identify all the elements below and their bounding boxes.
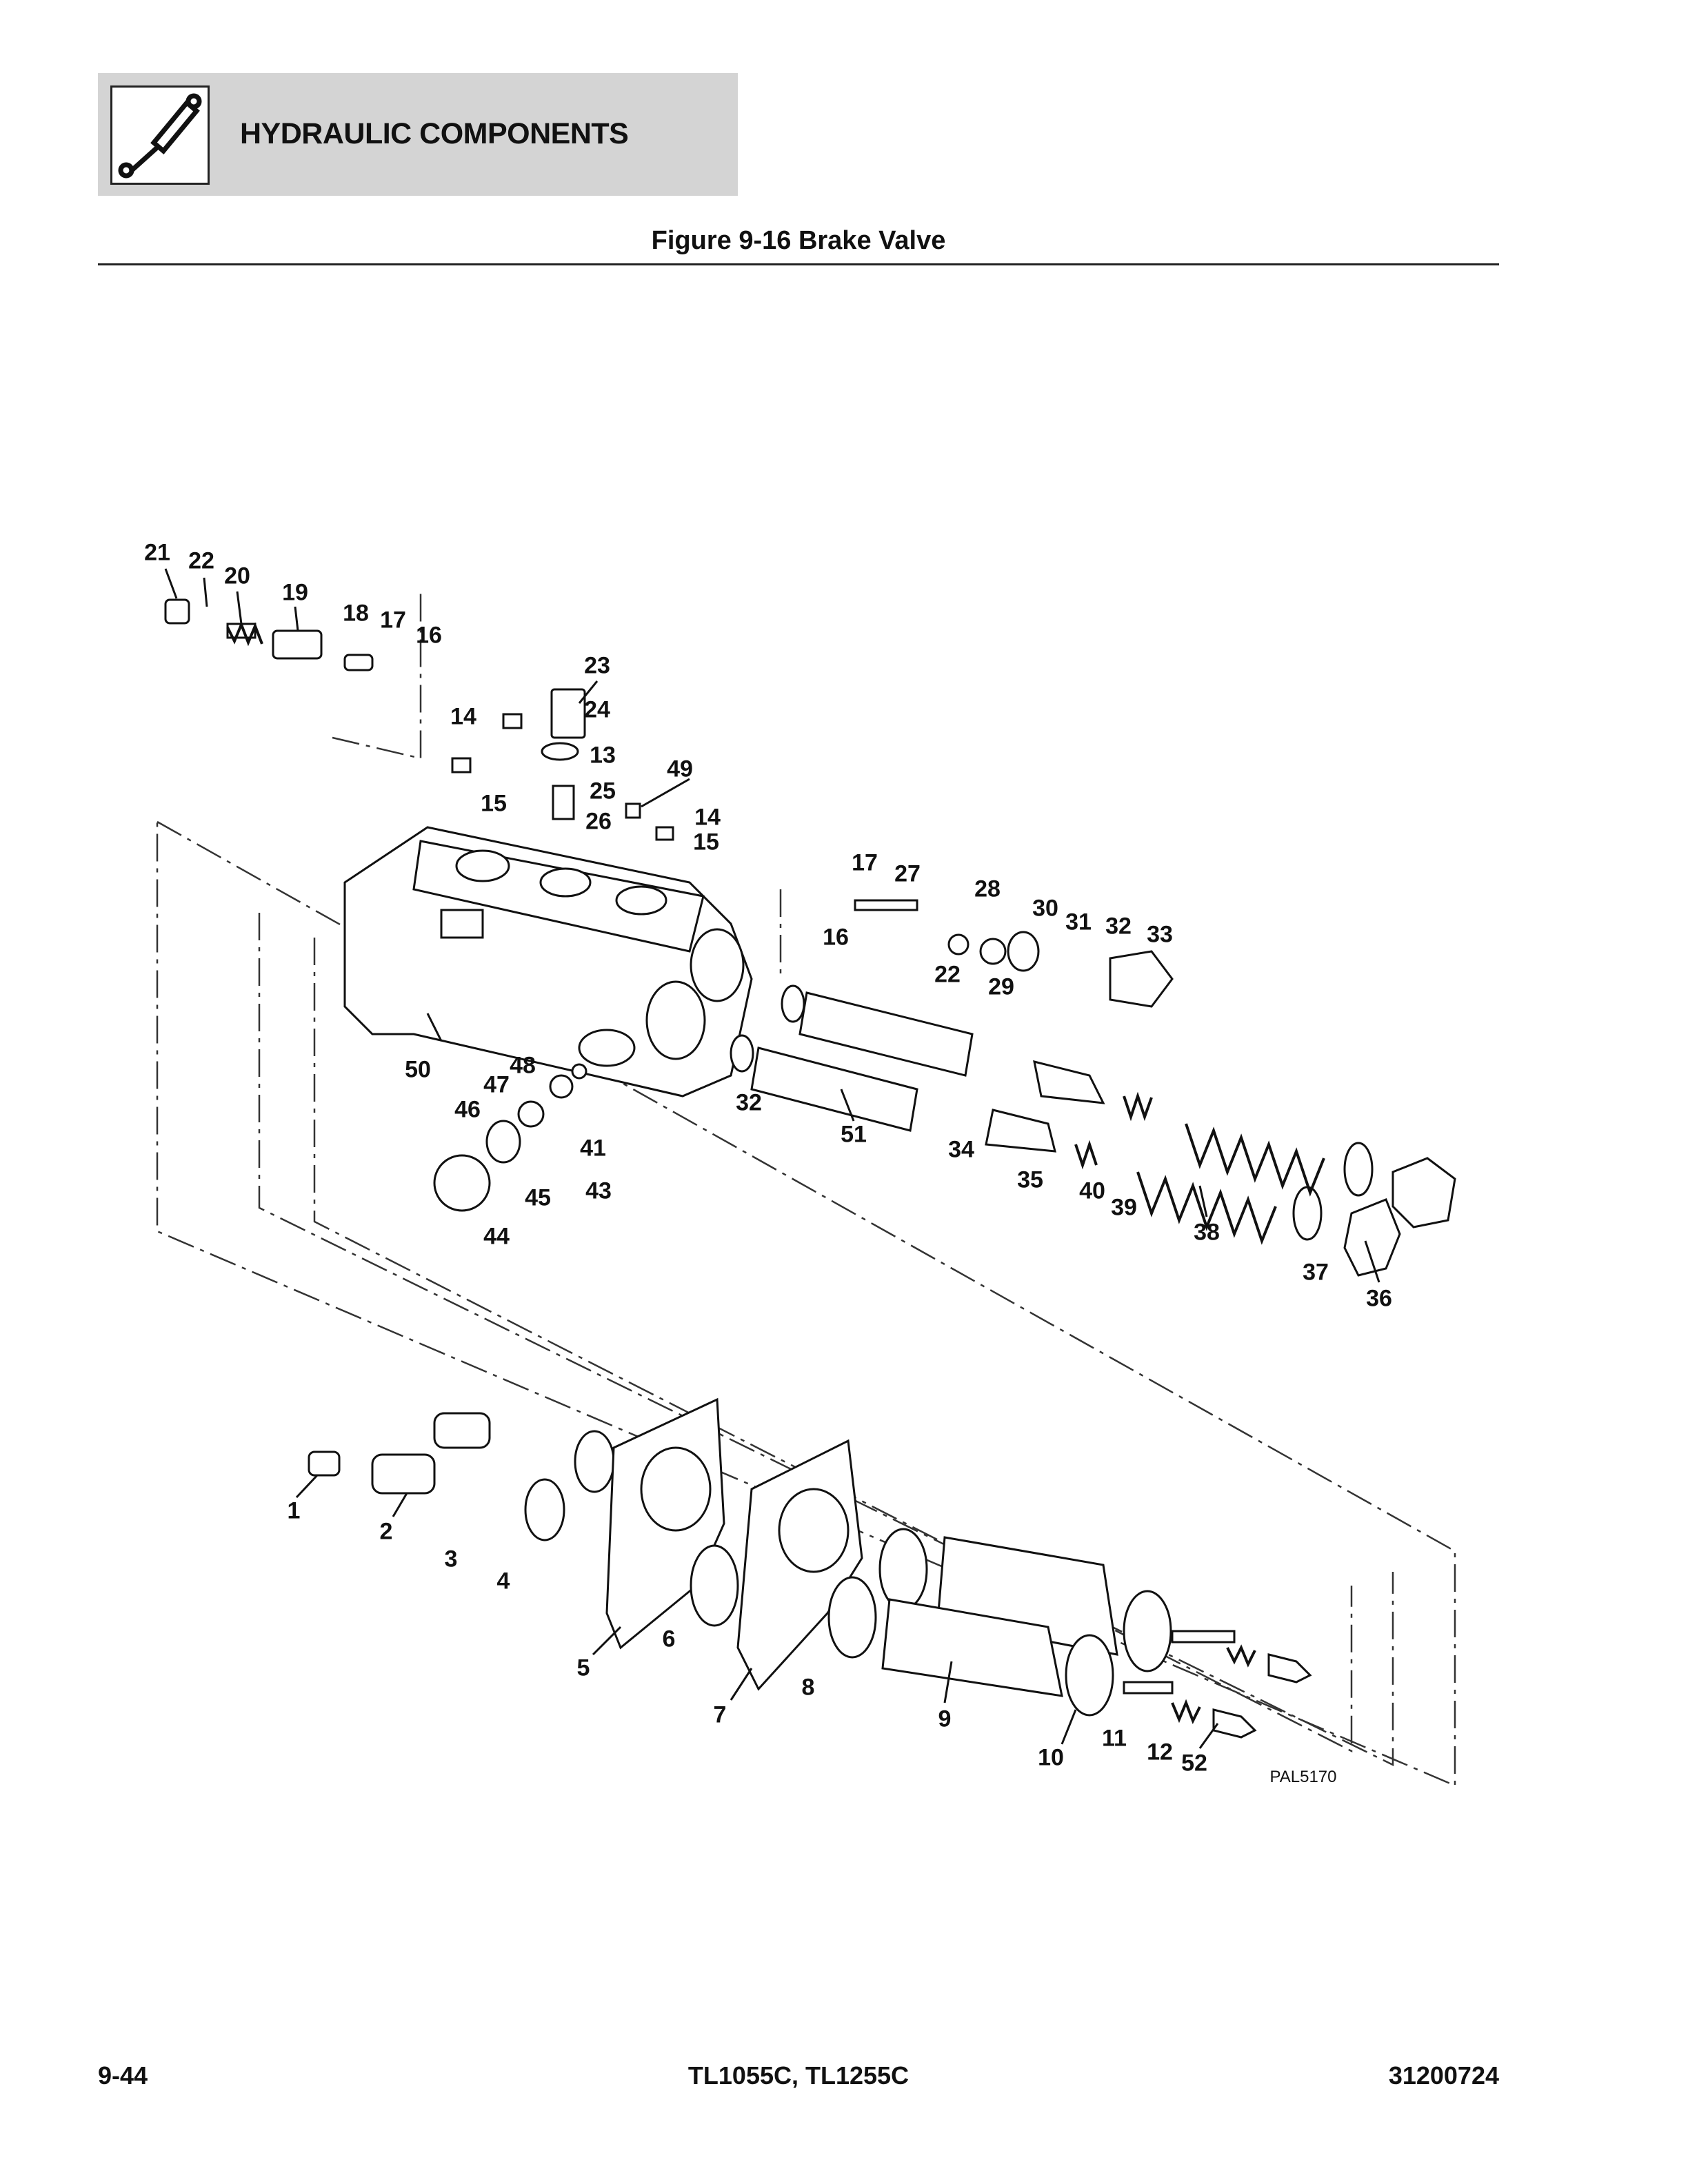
callout-20: 20 xyxy=(224,563,250,589)
callout-22: 22 xyxy=(188,547,214,574)
section-header: HYDRAULIC COMPONENTS xyxy=(98,73,738,196)
sleeve-lower xyxy=(750,1046,918,1132)
callout-22: 22 xyxy=(934,961,961,988)
end-cap-upper xyxy=(1391,1157,1456,1228)
callout-8: 8 xyxy=(801,1674,815,1701)
callout-3: 3 xyxy=(444,1546,458,1573)
piston-lower xyxy=(881,1598,1063,1697)
callout-5: 5 xyxy=(576,1655,590,1681)
drawing-id: PAL5170 xyxy=(1269,1768,1337,1786)
callout-32: 32 xyxy=(1105,913,1132,940)
callout-32: 32 xyxy=(736,1089,762,1116)
callout-2: 2 xyxy=(379,1518,393,1545)
document-number: 31200724 xyxy=(1388,2061,1499,2090)
callout-34: 34 xyxy=(948,1136,974,1163)
callout-41: 41 xyxy=(580,1135,606,1162)
model-numbers: TL1055C, TL1255C xyxy=(687,2061,910,2090)
callout-9: 9 xyxy=(938,1706,952,1732)
callout-36: 36 xyxy=(1366,1285,1392,1312)
callout-18: 18 xyxy=(343,600,369,627)
leader-lines xyxy=(164,568,1380,1749)
callout-21: 21 xyxy=(144,539,170,566)
callout-11: 11 xyxy=(1102,1725,1127,1752)
callout-48: 48 xyxy=(510,1052,536,1079)
callout-19: 19 xyxy=(282,579,308,606)
callout-40: 40 xyxy=(1079,1177,1105,1204)
callout-23: 23 xyxy=(584,652,610,679)
callout-26: 26 xyxy=(585,808,612,835)
spring-38-lower xyxy=(1136,1171,1277,1245)
callout-30: 30 xyxy=(1032,895,1058,922)
callout-27: 27 xyxy=(894,860,921,887)
callout-37: 37 xyxy=(1303,1259,1329,1286)
callout-10: 10 xyxy=(1038,1744,1064,1771)
callout-14: 14 xyxy=(450,703,476,730)
callout-51: 51 xyxy=(841,1121,867,1148)
callout-1: 1 xyxy=(287,1497,301,1524)
hydraulic-cylinder-icon xyxy=(110,85,210,185)
callout-28: 28 xyxy=(974,876,1001,902)
section-title: HYDRAULIC COMPONENTS xyxy=(240,117,629,150)
callout-17: 17 xyxy=(380,607,406,634)
callout-47: 47 xyxy=(483,1071,510,1098)
callout-31: 31 xyxy=(1065,909,1092,936)
callout-16: 16 xyxy=(823,924,849,951)
callout-49: 49 xyxy=(667,756,693,782)
callout-4: 4 xyxy=(496,1568,510,1595)
callout-52: 52 xyxy=(1181,1750,1207,1777)
callout-15: 15 xyxy=(481,790,507,817)
callout-35: 35 xyxy=(1017,1166,1043,1193)
callout-13: 13 xyxy=(590,742,616,769)
page-number: 9-44 xyxy=(98,2061,148,2090)
callout-33: 33 xyxy=(1147,921,1173,948)
end-cap-lower xyxy=(1343,1198,1401,1277)
callout-16: 16 xyxy=(416,622,442,649)
callout-44: 44 xyxy=(483,1223,510,1250)
callout-39: 39 xyxy=(1111,1194,1137,1221)
callout-29: 29 xyxy=(988,973,1014,1000)
callout-7: 7 xyxy=(713,1701,727,1728)
callout-17: 17 xyxy=(852,849,878,876)
assembly-boundary-outer xyxy=(156,820,1456,1787)
figure-title: Figure 9-16 Brake Valve xyxy=(651,226,946,255)
callout-12: 12 xyxy=(1147,1739,1173,1766)
callout-46: 46 xyxy=(454,1096,481,1123)
sleeve-upper xyxy=(798,991,974,1077)
callout-43: 43 xyxy=(585,1177,612,1204)
callout-25: 25 xyxy=(590,778,616,805)
callout-38: 38 xyxy=(1194,1219,1220,1246)
callout-14: 14 xyxy=(694,804,721,831)
callout-45: 45 xyxy=(525,1184,551,1211)
spring-38-upper xyxy=(1185,1123,1325,1197)
callout-50: 50 xyxy=(405,1056,431,1083)
callout-15: 15 xyxy=(693,829,719,856)
callout-6: 6 xyxy=(662,1626,676,1652)
title-divider xyxy=(98,263,1499,265)
springs xyxy=(226,620,1325,1724)
callout-24: 24 xyxy=(584,696,610,723)
